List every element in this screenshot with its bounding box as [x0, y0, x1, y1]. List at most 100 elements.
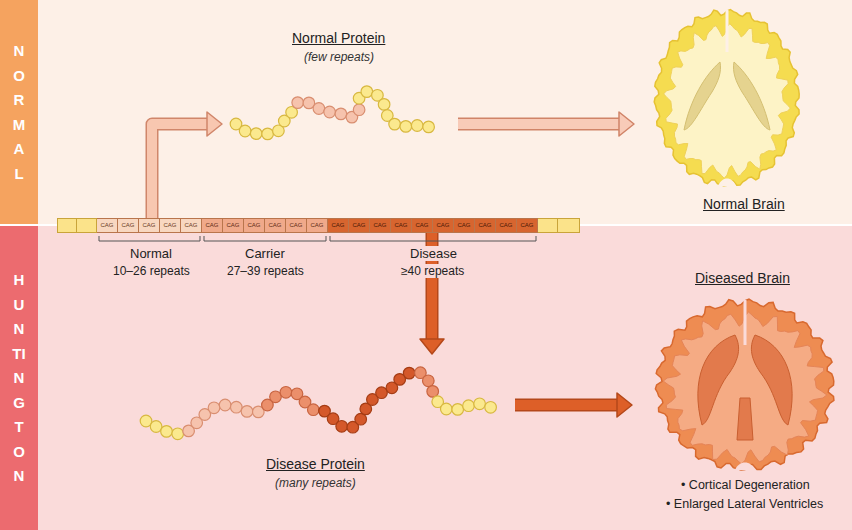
amino-acid	[441, 403, 453, 415]
cag-codon: CAG	[496, 218, 517, 233]
node-title: Normal Protein	[292, 30, 385, 46]
ventricle	[751, 335, 792, 425]
cag-codon: CAG	[412, 218, 433, 233]
node-subtitle: (many repeats)	[275, 476, 356, 490]
cag-codon: CAG	[349, 218, 370, 233]
arrow-connector	[152, 112, 222, 218]
amino-acid	[241, 406, 253, 418]
amino-acid	[313, 103, 325, 115]
cag-codon: CAG	[202, 218, 223, 233]
diseased-brain	[655, 299, 834, 470]
arrow-shaft	[515, 400, 618, 410]
repeat-range: 27–39 repeats	[225, 264, 306, 278]
symptom-note: • Cortical Degeneration	[681, 478, 810, 492]
amino-acid	[361, 86, 373, 98]
amino-acid	[231, 401, 243, 413]
bracket	[99, 236, 200, 241]
amino-acid	[161, 426, 173, 438]
amino-acid	[308, 404, 320, 416]
bracket-label: Carrier	[243, 246, 287, 261]
amino-acid	[353, 104, 365, 116]
brain-node: Normal Brain	[640, 8, 810, 216]
band-letters: HUNTINGTON	[12, 268, 27, 489]
cag-codon: CAG	[244, 218, 265, 233]
arrowhead	[617, 393, 632, 417]
amino-acid	[280, 387, 292, 399]
amino-acid	[389, 118, 401, 130]
amino-acid	[172, 428, 184, 440]
amino-acid	[423, 375, 435, 387]
brain-node: Diseased Brain	[640, 266, 840, 474]
amino-acid	[423, 121, 435, 133]
band-letters: NORMAL	[12, 39, 27, 186]
ventricle	[698, 335, 739, 425]
brain-fissure	[726, 10, 729, 52]
arrow-shaft	[152, 124, 208, 218]
amino-acid	[262, 128, 274, 140]
bracket	[330, 236, 536, 241]
normal-brain	[654, 10, 799, 187]
cag-codon: CAG	[307, 218, 328, 233]
arrow-connector	[458, 112, 634, 136]
arrow-shaft-border	[458, 118, 620, 131]
band-title: NORMAL	[0, 39, 38, 186]
band-panel: NORMALNormal Protein(few repeats)Normal …	[0, 0, 852, 224]
arrow-shaft	[458, 119, 620, 129]
bracket	[204, 236, 326, 241]
gene-end-segment	[57, 218, 77, 233]
amino-acid	[335, 108, 347, 120]
amino-acid	[400, 121, 412, 133]
node-subtitle: (few repeats)	[304, 50, 374, 64]
amino-acid	[474, 398, 486, 410]
bracket-label: Disease	[408, 246, 459, 261]
ventricle	[737, 398, 753, 440]
arrow-shaft-border	[515, 399, 618, 412]
arrow-connector	[515, 393, 632, 417]
symptom-note: • Enlarged Lateral Ventricles	[666, 497, 823, 511]
amino-acid	[250, 128, 262, 140]
amino-acid	[378, 99, 390, 111]
repeat-range: ≥40 repeats	[399, 264, 466, 278]
cag-codon: CAG	[223, 218, 244, 233]
amino-acid	[324, 106, 336, 118]
gene-end-segment	[558, 218, 580, 233]
protein-node: Normal Protein (few repeats)	[226, 26, 452, 140]
cag-codon: CAG	[517, 218, 538, 233]
node-title: Normal Brain	[703, 196, 785, 212]
cag-codon: CAG	[97, 218, 118, 233]
cag-codon: CAG	[370, 218, 391, 233]
amino-acid	[452, 404, 464, 416]
cag-codon: CAG	[454, 218, 475, 233]
amino-acid	[463, 400, 475, 412]
cag-codon: CAG	[181, 218, 202, 233]
brain-stem-notch	[735, 463, 755, 471]
amino-acid	[485, 402, 497, 414]
brain-stem-notch	[718, 179, 736, 187]
amino-acid	[239, 125, 251, 137]
ventricle	[684, 62, 721, 130]
cag-codon: CAG	[118, 218, 139, 233]
amino-acid	[411, 120, 423, 132]
arrowhead	[420, 339, 444, 354]
bracket-label: Normal	[128, 246, 174, 261]
band-title: HUNTINGTON	[0, 268, 38, 489]
node-title: Diseased Brain	[695, 270, 790, 286]
cag-codon: CAG	[433, 218, 454, 233]
protein-node: Disease Protein(many repeats)	[135, 358, 507, 498]
gene-strip: CAGCAGCAGCAGCAGCAGCAGCAGCAGCAGCAGCAGCAGC…	[57, 218, 580, 233]
ventricle	[733, 62, 770, 130]
arrowhead	[619, 112, 634, 136]
arrow-shaft-border	[152, 124, 208, 218]
gene-end-segment	[538, 218, 558, 233]
cag-codon: CAG	[328, 218, 349, 233]
cag-codon: CAG	[139, 218, 160, 233]
gene-end-segment	[77, 218, 97, 233]
amino-acid	[208, 402, 220, 414]
cag-codon: CAG	[286, 218, 307, 233]
cag-codon: CAG	[391, 218, 412, 233]
protein-chains	[140, 86, 498, 440]
arrowhead	[207, 112, 222, 136]
cag-codon: CAG	[475, 218, 496, 233]
amino-acid	[292, 97, 304, 109]
brain-cortex	[655, 299, 834, 470]
